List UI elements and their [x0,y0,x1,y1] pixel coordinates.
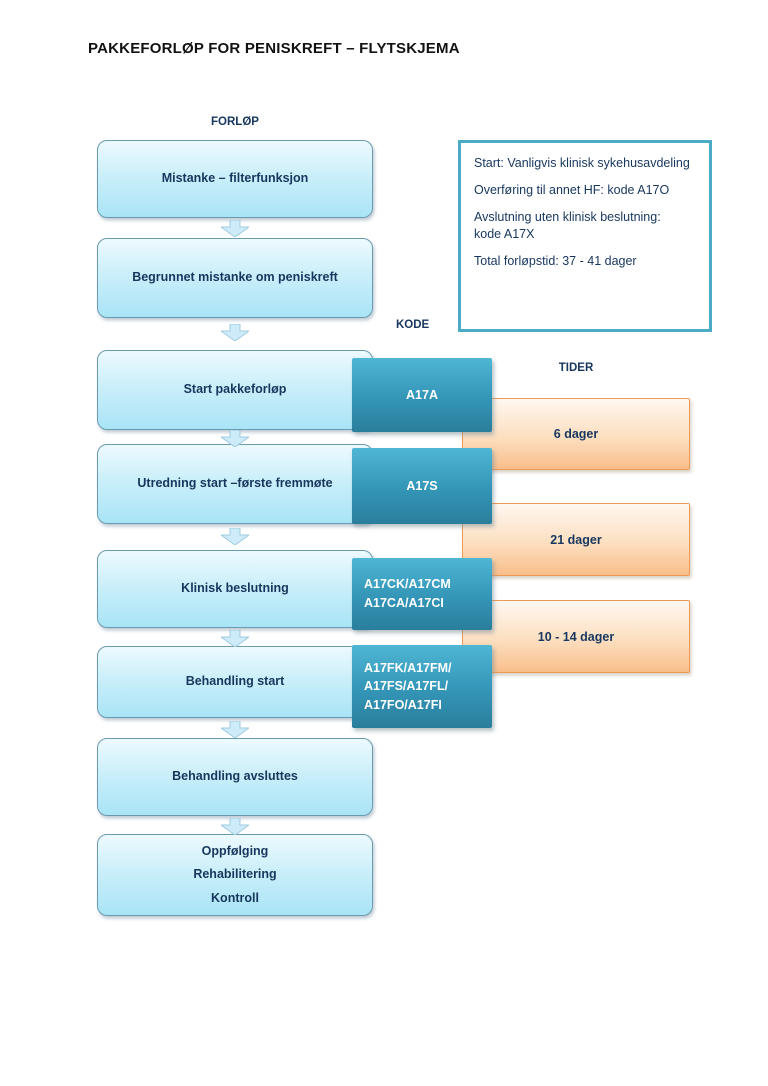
time-box-21-dager: 21 dager [462,503,690,576]
flow-step-start-pakkeforlop: Start pakkeforløp [97,350,373,430]
time-box-6-dager: 6 dager [462,398,690,470]
down-arrow-icon [221,721,249,738]
time-box-label: 6 dager [553,427,599,441]
flow-step-mistanke: Mistanke – filterfunksjon [97,140,373,218]
flow-step-utredning-start: Utredning start –første fremmøte [97,444,373,524]
code-box-a17a: A17A [352,358,492,432]
flow-step-behandling-start: Behandling start [97,646,373,718]
down-arrow-icon [221,528,249,545]
down-arrow-icon [221,220,249,237]
info-line-avslutning: Avslutning uten klinisk beslutning: kode… [474,209,661,241]
time-box-10-14-dager: 10 - 14 dager [462,600,690,673]
time-box-label: 10 - 14 dager [537,629,615,644]
column-label-kode: KODE [396,319,430,331]
time-box-label: 21 dager [550,532,602,547]
down-arrow-icon [221,430,249,447]
code-box-a17s: A17S [352,448,492,524]
info-line-total: Total forløpstid: 37 - 41 dager [474,253,637,268]
page-title: PAKKEFORLØP FOR PENISKREFT – FLYTSKJEMA [88,40,460,57]
flow-step-klinisk-beslutning: Klinisk beslutning [97,550,373,628]
info-line-overforing: Overføring til annet HF: kode A17O [474,182,670,197]
info-box: Start: Vanligvis klinisk sykehusavdeling… [458,140,712,332]
column-label-forlop: FORLØP [211,116,259,128]
flow-step-begrunnet-mistanke: Begrunnet mistanke om peniskreft [97,238,373,318]
down-arrow-icon [221,324,249,341]
down-arrow-icon [221,818,249,835]
info-line-start: Start: Vanligvis klinisk sykehusavdeling [474,156,690,170]
column-label-tider: TIDER [558,362,594,374]
flow-step-oppfolging: Oppfølging Rehabilitering Kontroll [97,834,373,916]
code-box-a17f: A17FK/A17FM/ A17FS/A17FL/ A17FO/A17FI [352,645,492,728]
code-box-a17c: A17CK/A17CM A17CA/A17CI [352,558,492,630]
down-arrow-icon [221,630,249,647]
flow-step-behandling-avsluttes: Behandling avsluttes [97,738,373,816]
